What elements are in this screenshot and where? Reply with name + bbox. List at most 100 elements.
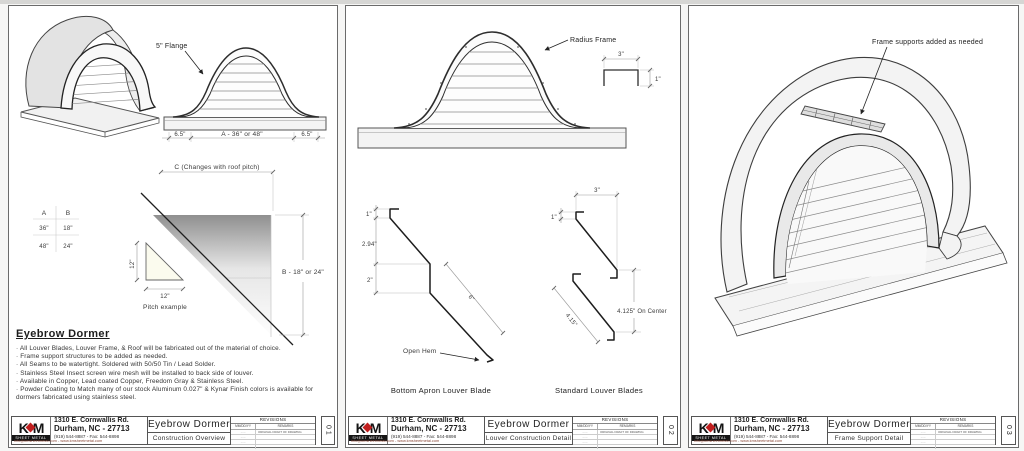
address-line4: info@kmsheetmetal.com - www.kmsheetmetal…	[14, 438, 103, 443]
rev-remark: ORIGINAL DRAFT OF DRAWING	[258, 429, 302, 434]
logo-subtext: SHEET METAL	[349, 434, 387, 441]
standard-top-dim: 3"	[594, 188, 600, 194]
drawing-title: Eyebrow Dormer	[148, 417, 231, 434]
sheet-number: 03	[1005, 424, 1013, 437]
frame-support-beam	[800, 105, 886, 133]
drawing-title-box: Eyebrow Dormer Frame Support Detail	[828, 417, 912, 444]
revisions-header: REVISIONS	[911, 417, 996, 424]
channel-width-dim: 3"	[618, 52, 624, 58]
rev-remark	[598, 435, 657, 439]
rev-remark: ORIGINAL DRAFT OF DRAWING	[938, 429, 982, 434]
sheet-construction-overview: 5" Flange 6.5" A - 36" or 48" 6.5" C (	[8, 5, 338, 450]
revisions-col-date: MM/DD/YY	[911, 424, 937, 429]
rev-date: - - -	[231, 440, 257, 445]
rev-remark: ORIGINAL DRAFT OF DRAWING	[600, 429, 644, 434]
apron-mid-dim: 2"	[367, 278, 373, 284]
on-center-dim: 4.125" On Center	[617, 309, 667, 315]
logo-k: K	[18, 419, 29, 436]
screen-edge	[0, 0, 1024, 4]
rev-remark	[256, 435, 315, 439]
dim-c-label: C (Changes with roof pitch)	[174, 164, 259, 171]
revisions-col-date: MM/DD/YY	[231, 424, 257, 429]
sheet3-drawing-area: Frame supports added as needed	[689, 6, 1018, 416]
address-line1: 1310 E. Cornwallis Rd.	[391, 417, 466, 425]
table-r2a: 48"	[39, 244, 48, 250]
rev-remark	[598, 445, 657, 449]
drawing-subtitle: Louver Construction Detail	[485, 435, 572, 443]
address-line1: 1310 E. Cornwallis Rd.	[54, 417, 129, 425]
sheet-number-box: 02	[663, 416, 678, 445]
rev-date: - - -	[911, 429, 937, 434]
table-r2b: 24"	[63, 244, 72, 250]
standard-hook-dim: 1"	[551, 215, 557, 221]
notes-title: Eyebrow Dormer	[16, 328, 110, 340]
note-line: · All Seams to be watertight. Soldered w…	[16, 361, 216, 369]
flange-label: 5" Flange	[156, 43, 188, 50]
note-line: · Powder Coating to Match many of our st…	[16, 385, 314, 402]
rev-remark	[256, 440, 315, 444]
rev-date: - - -	[231, 445, 257, 450]
rev-remark	[256, 445, 315, 449]
sheet1-drawing: 5" Flange 6.5" A - 36" or 48" 6.5" C (	[20, 15, 327, 346]
rev-date: - - -	[231, 434, 257, 439]
apron-caption: Bottom Apron Louver Blade	[391, 386, 491, 395]
bottom-apron-blade: 1" 2.94" 2" 6" Open Hem Bottom Apron Lou…	[362, 205, 506, 395]
logo-k: K	[355, 419, 366, 436]
sheet-number-box: 03	[1001, 416, 1016, 445]
pitch-vertical-dim: 12"	[130, 259, 136, 268]
revisions-col-remarks: REMARKS	[277, 424, 294, 428]
apron-diag-dim: 6"	[467, 294, 475, 302]
roof-pitch-section: C (Changes with roof pitch) B - 18" or 2…	[140, 164, 324, 346]
front-elevation-view: 5" Flange 6.5" A - 36" or 48" 6.5"	[156, 43, 327, 142]
revisions-header: REVISIONS	[231, 417, 316, 424]
frame-support-label: Frame supports added as needed	[872, 39, 983, 46]
table-r1a: 36"	[39, 226, 48, 232]
pitch-example-label: Pitch example	[143, 304, 187, 311]
sheet-number-box: 01	[321, 416, 335, 445]
dim-width-a: A - 36" or 48"	[221, 131, 263, 138]
open-hem-label: Open Hem	[403, 348, 437, 355]
revisions-col-remarks: REMARKS	[619, 424, 636, 428]
rev-date: - - -	[911, 434, 937, 439]
sheet-louver-detail: Radius Frame 3" 1" 1"	[345, 5, 681, 450]
table-r1b: 18"	[63, 226, 72, 232]
sheet-number: 01	[324, 424, 332, 437]
note-line: · Stainless Steel Insect screen wire mes…	[16, 369, 254, 377]
table-col-a: A	[42, 210, 47, 217]
logo-m: M	[32, 419, 45, 436]
rev-date: - - -	[911, 440, 937, 445]
radius-frame-label: Radius Frame	[570, 37, 616, 44]
rev-date: - - -	[573, 434, 598, 439]
rev-date: - - -	[231, 429, 257, 434]
address-line3: (919) 544-8887 - Fax: 544-8898	[391, 433, 457, 439]
revisions-col-date: MM/DD/YY	[573, 424, 598, 429]
table-col-b: B	[66, 210, 71, 217]
address-line2: Durham, NC - 27713	[54, 424, 130, 434]
revisions-header: REVISIONS	[573, 417, 657, 424]
logo-m: M	[712, 419, 725, 436]
pitch-example: 12" 12" Pitch example	[130, 240, 187, 311]
notes-block: Eyebrow Dormer · All Louver Blades, Louv…	[16, 328, 323, 402]
pitch-horizontal-dim: 12"	[160, 294, 169, 300]
sheet1-drawing-area: 5" Flange 6.5" A - 36" or 48" 6.5" C (	[9, 6, 337, 416]
isometric-dormer-view	[20, 15, 160, 138]
revisions-table: REVISIONS MM/DD/YY REMARKS - - -ORIGINAL …	[573, 417, 657, 450]
address-line1: 1310 E. Cornwallis Rd.	[734, 417, 809, 425]
rev-date: - - -	[573, 429, 598, 434]
radius-frame-elevation: Radius Frame	[357, 31, 627, 149]
sheet2-drawing-area: Radius Frame 3" 1" 1"	[346, 6, 680, 416]
sheet-number: 02	[667, 424, 674, 437]
frame-channel-profile: 3" 1"	[601, 52, 661, 89]
logo-m: M	[369, 419, 382, 436]
sheet2-drawing: Radius Frame 3" 1" 1"	[357, 31, 667, 395]
drawing-subtitle: Frame Support Detail	[834, 435, 904, 443]
logo-k: K	[698, 419, 709, 436]
